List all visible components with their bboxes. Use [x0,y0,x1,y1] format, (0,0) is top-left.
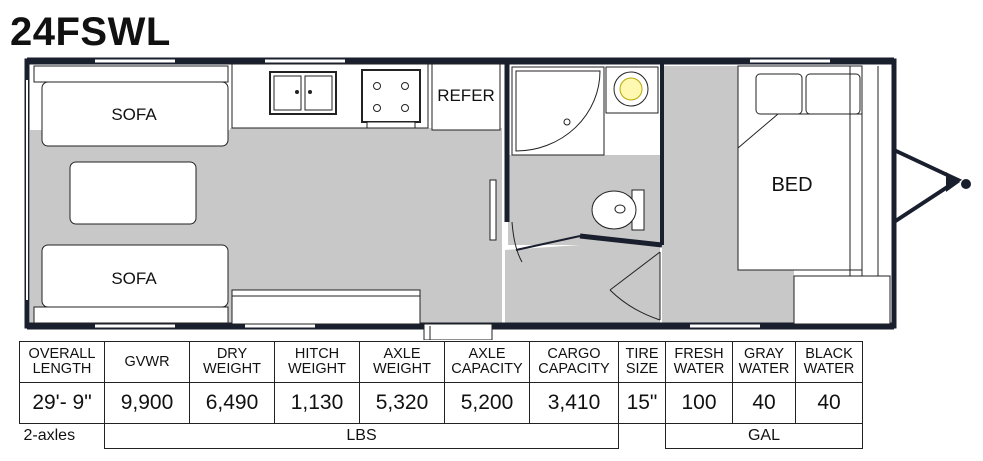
sofa-top: SOFA [33,65,229,147]
bed-floor [740,270,794,324]
sofa-bottom: SOFA [33,244,229,324]
entry-door [423,323,493,340]
spec-value: 40 [795,382,863,424]
hitch [892,148,971,224]
axles-label: 2-axles [23,427,76,445]
spec-value: 6,490 [189,382,275,424]
tire-unit-spacer [619,424,666,449]
spec-value: 9,900 [104,382,190,424]
spec-value: 5,200 [444,382,530,424]
spec-value: 3,410 [529,382,619,424]
spec-value: 1,130 [274,382,360,424]
refer-label: REFER [437,86,495,105]
floor-plan: SOFA SOFA REFER [24,57,971,340]
kitchen-counter [231,63,429,129]
bed: BED [737,65,891,325]
weight-unit: LBS [104,423,619,449]
lower-hall-floor [505,240,660,324]
model-title: 24FSWL [10,10,171,54]
kitchen-floor [230,128,502,138]
lower-counter [231,289,421,325]
spec-value: 100 [665,382,733,424]
bed-label: BED [771,174,812,196]
sofa-bottom-label: SOFA [111,269,157,288]
toilet [591,189,645,231]
spec-header: GVWR [104,341,190,383]
table [69,161,197,225]
specs-value-row: 29'- 9" 9,900 6,490 1,130 5,320 5,200 3,… [19,382,863,424]
sofa-top-label: SOFA [111,105,157,124]
shower [511,66,605,156]
tank-unit: GAL [665,423,863,449]
refrigerator [431,63,501,131]
stove [361,69,421,123]
spec-value: 15" [618,382,666,424]
hall-floor [662,66,740,324]
specs-unit-row: 2-axles LBS GAL [20,423,863,449]
spec-value: 40 [732,382,796,424]
spec-value: 29'- 9" [19,382,105,424]
spec-value: 5,320 [359,382,445,424]
bath-sink [605,66,659,114]
